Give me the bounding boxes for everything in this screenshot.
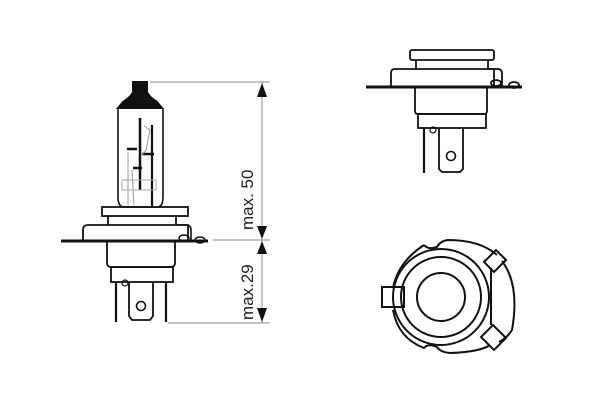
base-side-view (366, 49, 522, 173)
base-bottom-view (381, 238, 516, 355)
dimension-label-lower: max.29 (238, 264, 257, 320)
arrow-down-icon (257, 308, 267, 322)
bulb-side-view (61, 81, 208, 322)
dimension-label-upper: max. 50 (238, 170, 257, 230)
arrow-down-icon (257, 226, 267, 239)
dimension-lines (150, 81, 270, 324)
arrow-up-icon (257, 83, 267, 97)
arrow-up-icon (257, 241, 267, 254)
